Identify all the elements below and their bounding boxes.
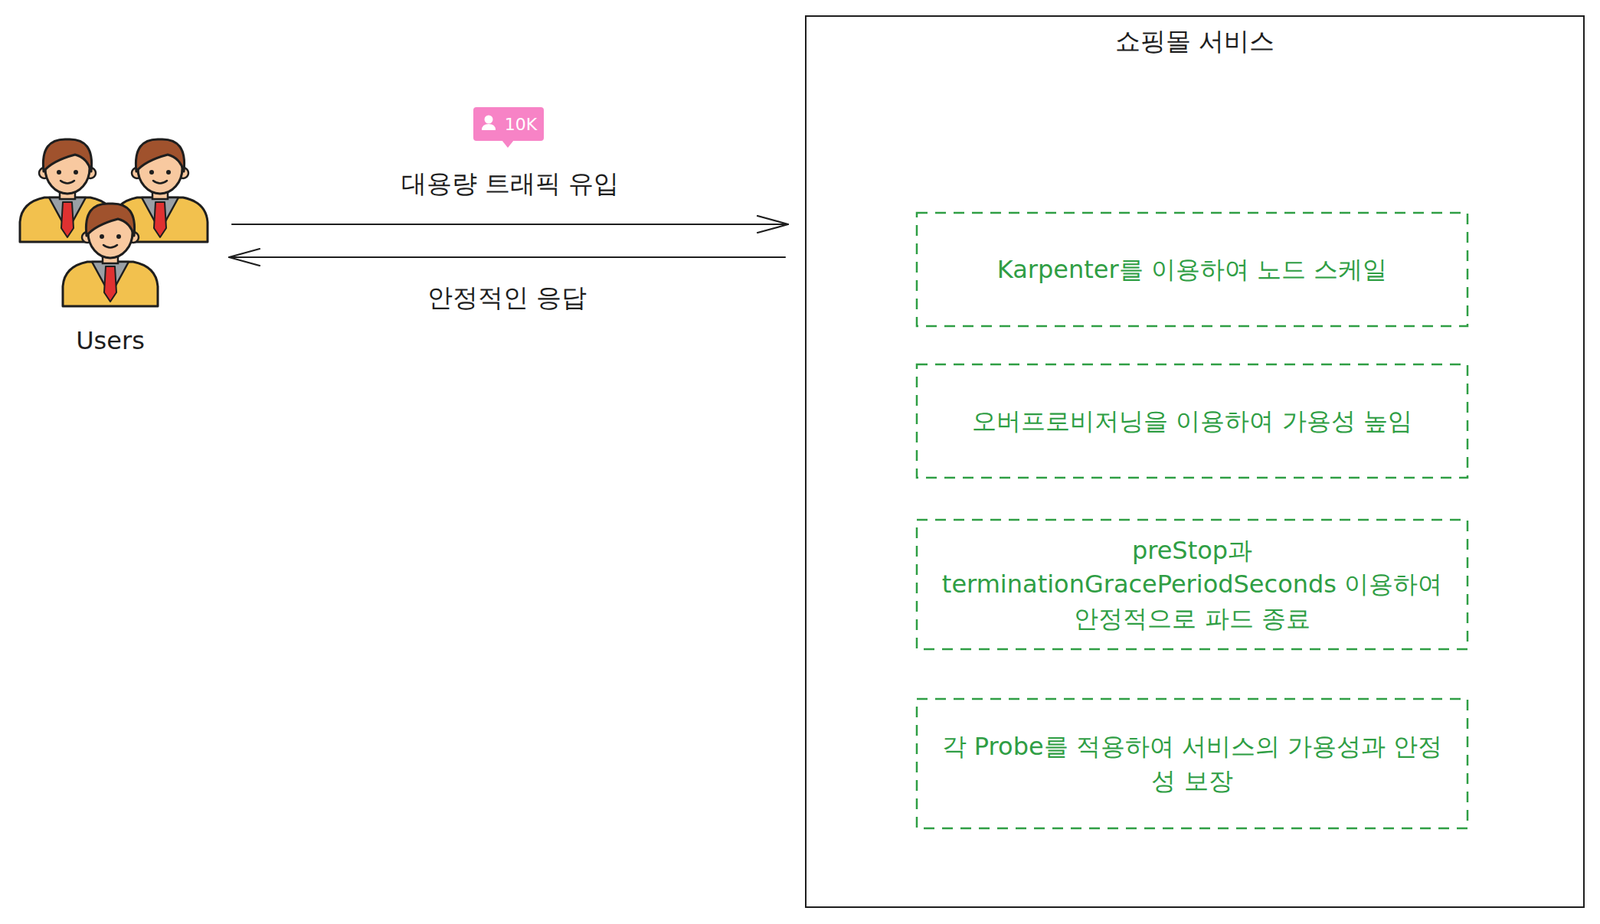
- user-label: Users: [75, 326, 145, 356]
- dashed-border: [916, 520, 1468, 650]
- feature-text: 오버프로비저닝을 이용하여 가용성 높임: [971, 404, 1413, 439]
- feature-box: 각 Probe를 적용하여 서비스의 가용성과 안정성 보장: [916, 699, 1468, 829]
- dashed-border: [916, 364, 1468, 478]
- arrow-label: 대용량 트래픽 유입: [396, 165, 625, 203]
- user-figure: [62, 203, 158, 307]
- count-badge: [473, 107, 544, 148]
- badge-icon: [484, 115, 494, 125]
- arrow-label: 안정적인 응답: [422, 279, 593, 318]
- feature-box: Karpenter를 이용하여 노드 스케일: [916, 212, 1468, 327]
- service-frame: Karpenter를 이용하여 노드 스케일오버프로비저닝을 이용하여 가용성 …: [804, 15, 1585, 909]
- service-title: 쇼핑몰 서비스: [1115, 24, 1276, 59]
- flow-arrow: [229, 256, 786, 259]
- feature-text: 각 Probe를 적용하여 서비스의 가용성과 안정성 보장: [933, 729, 1451, 798]
- badge-ground: [473, 107, 544, 141]
- feature-text: preStop과 terminationGracePeriodSeconds 이…: [933, 533, 1451, 635]
- users-illustration: [19, 139, 208, 307]
- connector-layer: [229, 224, 789, 258]
- badge-pointer: [501, 140, 514, 148]
- dashed-border: [916, 212, 1468, 327]
- dashed-border: [916, 699, 1468, 829]
- user-group: Users: [9, 137, 211, 362]
- badge-icon: [481, 124, 496, 131]
- badge-count: 10K: [497, 107, 544, 141]
- dashed-outline: [916, 699, 1468, 829]
- feature-text: Karpenter를 이용하여 노드 스케일: [997, 252, 1388, 287]
- feature-box: preStop과 terminationGracePeriodSeconds 이…: [916, 520, 1468, 650]
- feature-box: 오버프로비저닝을 이용하여 가용성 높임: [916, 364, 1468, 478]
- flow-arrow: [232, 223, 789, 226]
